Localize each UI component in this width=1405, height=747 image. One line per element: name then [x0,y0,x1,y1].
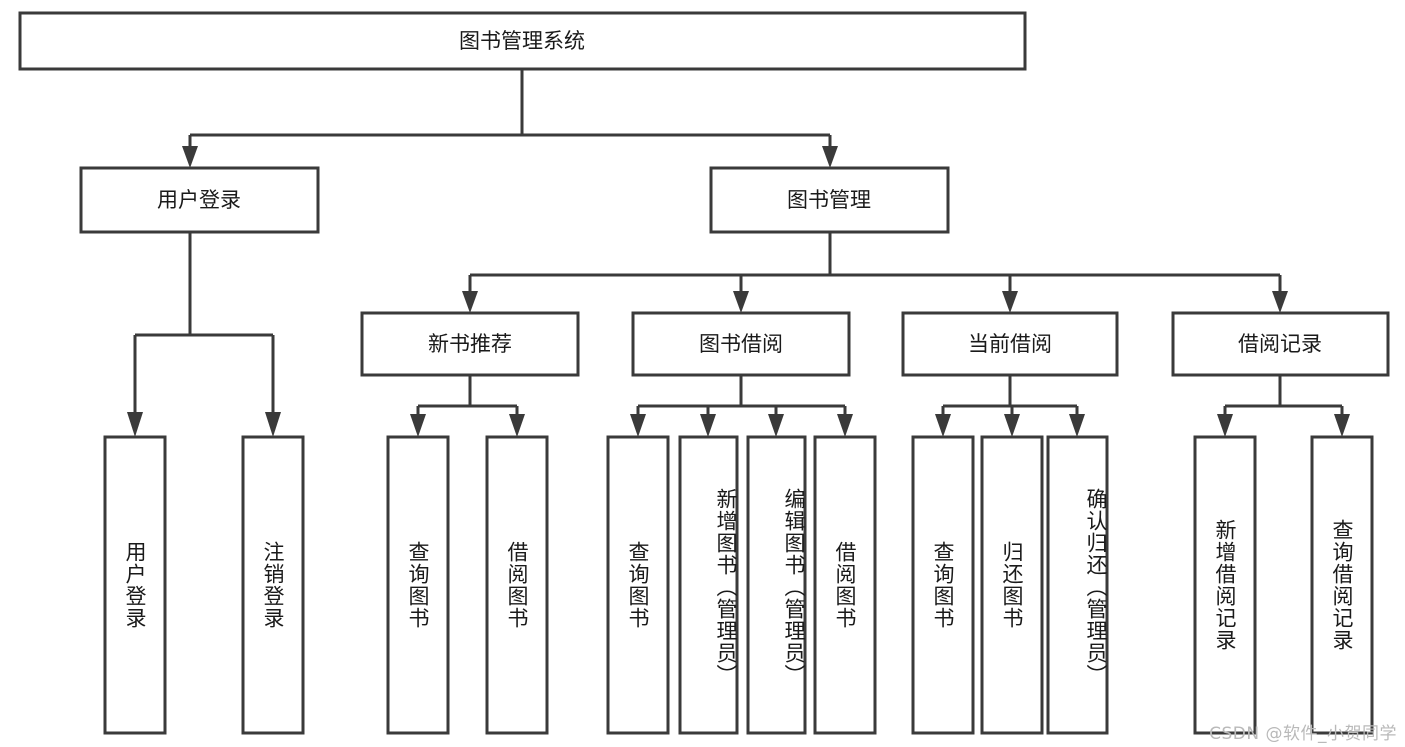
arrow-head-edit-book [768,414,784,437]
leaf-box-confirm-return[interactable] [1046,435,1109,735]
node-book-manage-box[interactable] [709,166,950,234]
arrow-head-book-manage [822,146,838,168]
node-borrow-record-label: 借阅记录 [1238,332,1322,356]
node-book-manage-label: 图书管理 [787,188,871,212]
node-user-login[interactable]: 用户登录 [79,166,320,234]
node-current-borrow-label: 当前借阅 [968,332,1052,356]
leaf-box-return-book[interactable] [980,435,1044,735]
node-book-borrow[interactable]: 图书借阅 [631,311,851,377]
leaf-boxes [103,435,1374,735]
arrow-head-borrow-book-b [837,414,853,437]
node-user-login-label: 用户登录 [157,188,241,212]
arrow-head-current-borrow [1002,291,1018,313]
arrow-head-query-book-new [410,414,426,437]
connector-group-current-borrow [935,375,1085,437]
node-new-book-rec-label: 新书推荐 [428,332,512,356]
connector-group-new-book-rec [410,375,525,437]
leaf-box-borrow-book-b[interactable] [813,435,877,735]
arrow-head-borrow-record [1272,291,1288,313]
node-book-borrow-box[interactable] [631,311,851,377]
leaf-box-query-book-b[interactable] [606,435,670,735]
arrow-head-return-book [1004,414,1020,437]
arrow-head-borrow-book-new [509,414,525,437]
arrow-head-add-record [1217,414,1233,437]
arrow-head-leaf-user-login [127,412,143,437]
connector-group-book-borrow [630,375,853,437]
node-book-manage[interactable]: 图书管理 [709,166,950,234]
arrow-head-new-book-rec [462,291,478,313]
arrow-head-query-book-c [935,414,951,437]
leaf-box-query-book-c[interactable] [911,435,975,735]
node-new-book-rec[interactable]: 新书推荐 [360,311,580,377]
node-current-borrow-box[interactable] [901,311,1119,377]
connector-group-root [182,69,838,168]
arrow-head-query-record [1334,414,1350,437]
node-borrow-record[interactable]: 借阅记录 [1171,311,1390,377]
leaf-box-edit-book[interactable] [746,435,807,735]
arrow-head-book-borrow [733,291,749,313]
leaf-box-query-record[interactable] [1310,435,1374,735]
node-root-label: 图书管理系统 [459,29,585,53]
leaf-box-query-book-new[interactable] [386,435,450,735]
arrow-head-user-login [182,146,198,168]
connector-group-user-login [127,232,281,437]
node-current-borrow[interactable]: 当前借阅 [901,311,1119,377]
leaf-box-add-record[interactable] [1193,435,1257,735]
leaf-box-add-book[interactable] [678,435,739,735]
node-root[interactable]: 图书管理系统 [18,11,1027,71]
node-borrow-record-box[interactable] [1171,311,1390,377]
leaf-box-borrow-book-new[interactable] [485,435,549,735]
leaf-box-user-login[interactable] [103,435,167,735]
arrow-head-confirm-return [1069,414,1085,437]
node-root-box[interactable] [18,11,1027,71]
arrow-head-leaf-logout [265,412,281,437]
connector-group-book-manage [462,232,1288,313]
watermark-text: CSDN @软件_小贺同学 [1209,724,1397,744]
arrow-head-add-book [700,414,716,437]
leaf-box-logout[interactable] [241,435,305,735]
arrow-head-query-book-b [630,414,646,437]
node-new-book-rec-box[interactable] [360,311,580,377]
node-book-borrow-label: 图书借阅 [699,332,783,356]
node-user-login-box[interactable] [79,166,320,234]
connector-group-borrow-record [1217,375,1350,437]
